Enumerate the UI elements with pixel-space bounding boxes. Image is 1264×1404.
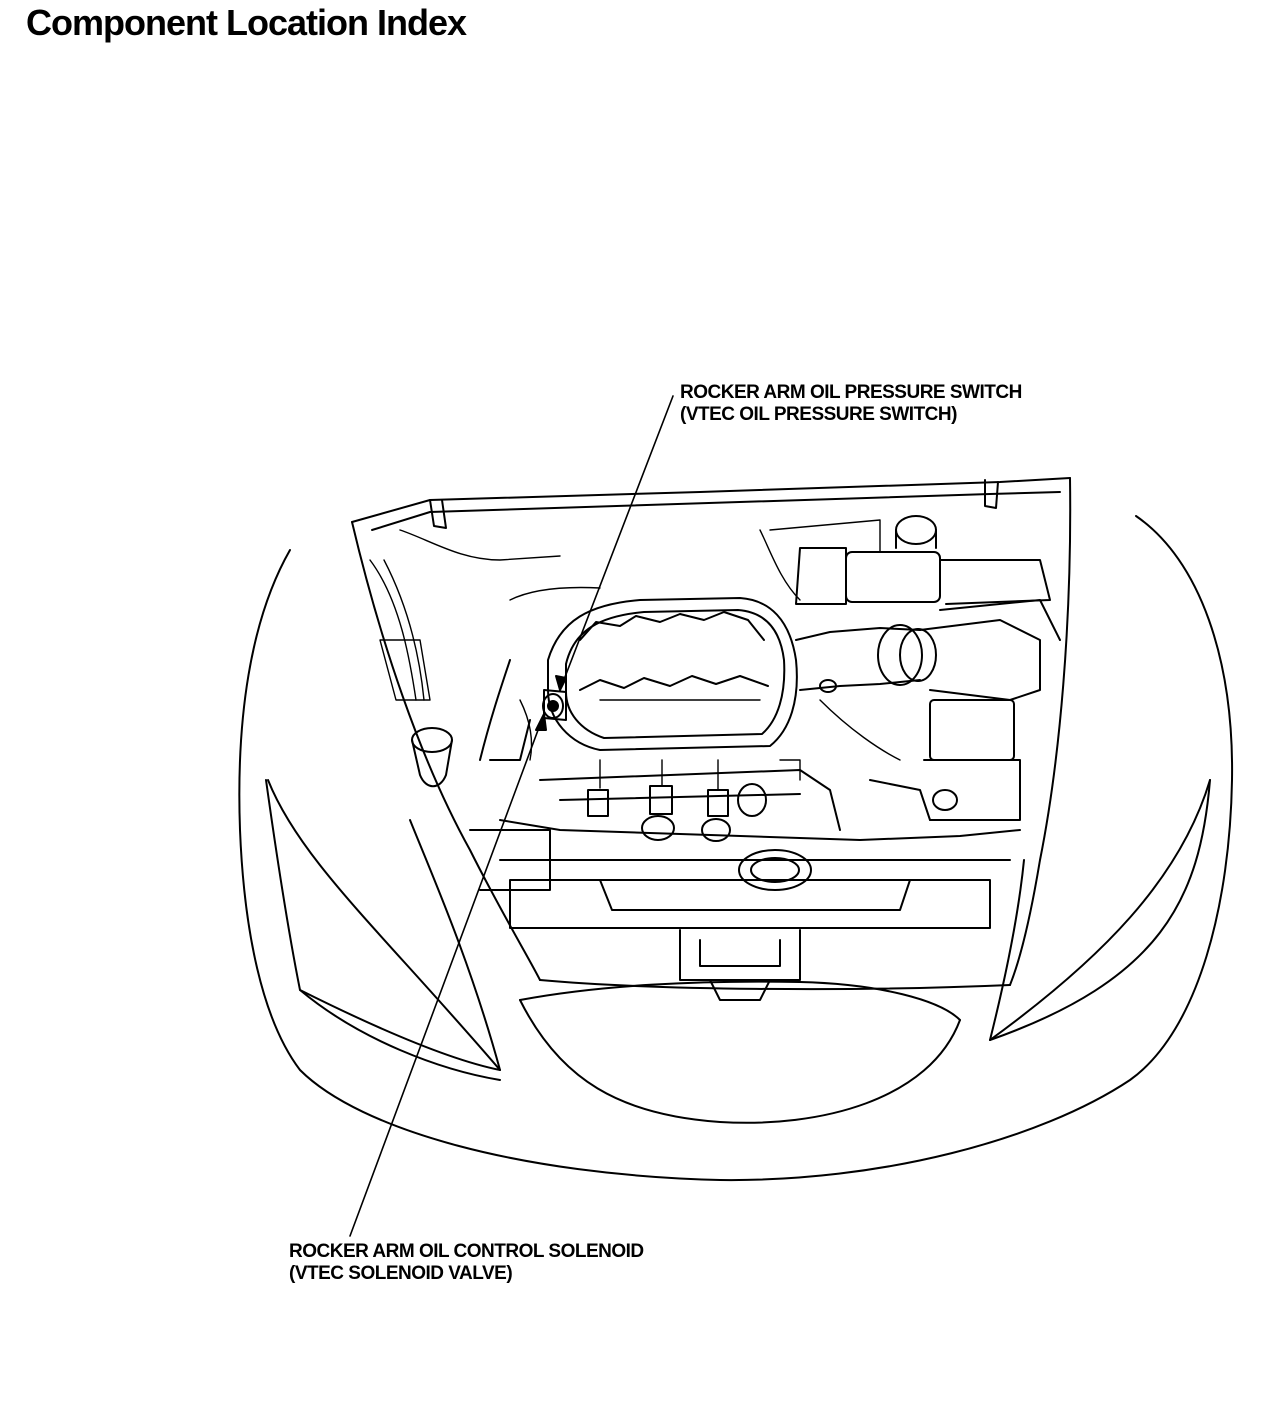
left-side-components (399, 479, 999, 891)
page-title: Component Location Index (26, 2, 467, 43)
callout-control-solenoid: ROCKER ARM OIL CONTROL SOLENOID (VTEC SO… (289, 1241, 644, 1285)
leader-line-pressure-switch (559, 395, 674, 691)
engine-cover (547, 597, 798, 751)
callout-control-solenoid-alias: (VTEC SOLENOID VALVE) (289, 1263, 513, 1284)
callout-pressure-switch-alias: (VTEC OIL PRESSURE SWITCH) (680, 404, 957, 425)
leader-line-solenoid (349, 713, 545, 1237)
hood-opening (351, 477, 1072, 991)
intake-tube (795, 599, 1061, 701)
fuse-box (795, 515, 1051, 605)
hoses (509, 519, 901, 761)
callout-pressure-switch: ROCKER ARM OIL PRESSURE SWITCH (VTEC OIL… (680, 382, 1022, 426)
battery-area (869, 699, 1021, 821)
arrowhead-solenoid (535, 713, 547, 731)
radiator-support (499, 819, 1021, 1001)
lower-manifold (539, 759, 841, 842)
callout-control-solenoid-name: ROCKER ARM OIL CONTROL SOLENOID (289, 1241, 644, 1262)
callout-pressure-switch-name: ROCKER ARM OIL PRESSURE SWITCH (680, 382, 1022, 403)
car-body-outline (238, 515, 1234, 1182)
vtec-solenoid-marker (542, 689, 567, 721)
arrowhead-pressure-switch (555, 675, 567, 691)
